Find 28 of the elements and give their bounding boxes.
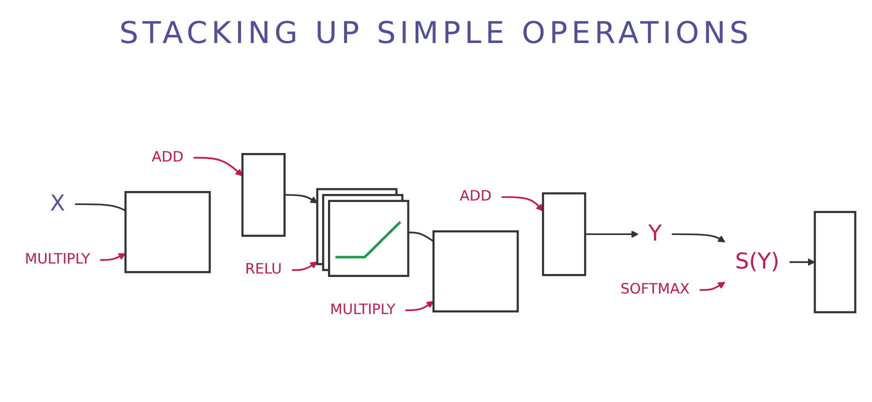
matrix-box bbox=[432, 230, 519, 312]
arrow bbox=[700, 282, 726, 291]
arrow bbox=[194, 156, 243, 176]
annotation-label: ADD bbox=[152, 148, 184, 166]
connector bbox=[408, 232, 434, 242]
arrow bbox=[790, 258, 816, 266]
bar-node bbox=[241, 153, 286, 237]
annotation-label: MULTIPLY bbox=[24, 250, 90, 268]
variable-label: X bbox=[50, 191, 65, 216]
annotation-label: SOFTMAX bbox=[620, 280, 690, 298]
arrow bbox=[284, 194, 318, 204]
annotation-label: MULTIPLY bbox=[330, 301, 396, 318]
arrow bbox=[406, 300, 434, 312]
matrix-box bbox=[124, 191, 211, 274]
bar-node bbox=[814, 210, 856, 314]
arrow bbox=[292, 262, 318, 271]
variable-label: Y bbox=[648, 221, 662, 246]
connector bbox=[75, 203, 126, 212]
arrow bbox=[100, 253, 126, 261]
annotation-label: RELU bbox=[245, 261, 282, 278]
arrow bbox=[502, 196, 544, 212]
relu-stack-drawing bbox=[316, 188, 410, 277]
annotation-label: ADD bbox=[460, 188, 492, 205]
variable-label: S(Y) bbox=[735, 249, 780, 274]
bar-node bbox=[542, 192, 586, 276]
arrow bbox=[672, 233, 726, 242]
diagram-title: STACKING UP SIMPLE OPERATIONS bbox=[119, 16, 753, 51]
arrow bbox=[585, 230, 639, 238]
